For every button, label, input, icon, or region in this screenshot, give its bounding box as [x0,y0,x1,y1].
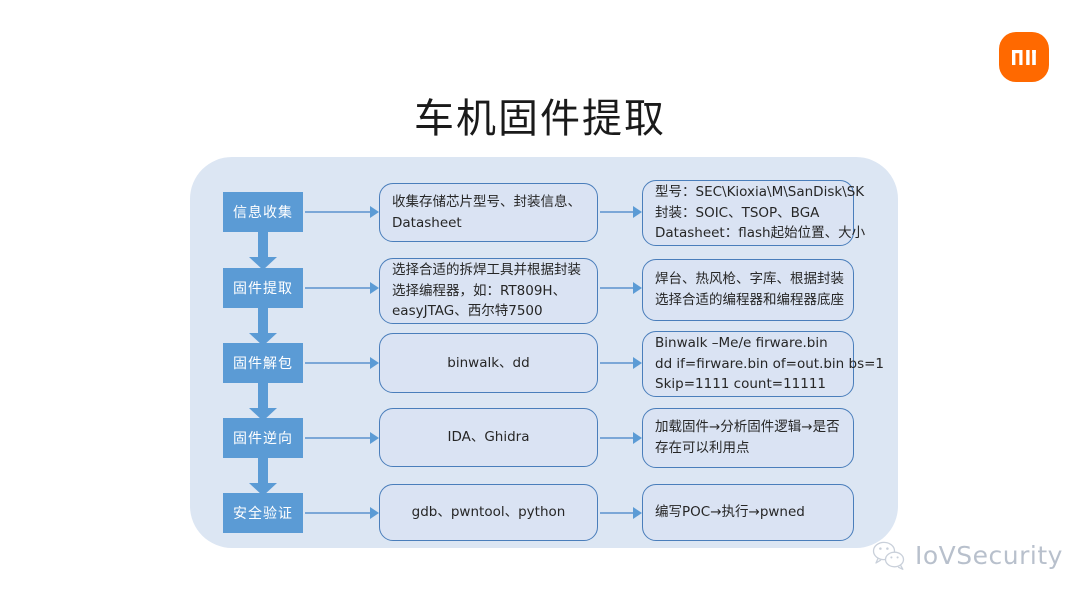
stage-box-1[interactable]: 信息收集 [223,192,303,232]
middle-box-5[interactable]: gdb、pwntool、python [379,484,598,541]
stage-label-1: 信息收集 [233,205,293,221]
right-box-1-line-1: 型号：SEC\Kioxia\M\SanDisk\SK [655,184,865,201]
right-box-3-line-1: Binwalk –Me/e firware.bin [655,335,828,352]
stage-label-2: 固件提取 [233,281,293,297]
stage-label-5: 安全验证 [233,506,293,522]
connector-stage5-to-middle5 [305,507,379,519]
middle-box-5-line-1: gdb、pwntool、python [411,504,566,521]
right-box-3-line-2: dd if=firware.bin of=out.bin bs=1 [655,355,885,372]
middle-box-2-line-3: easyJTAG、西尔特7500 [392,303,543,320]
right-box-5-line-1: 编写POC→执行→pwned [655,504,805,521]
middle-box-2-line-2: 选择编程器，如：RT809H、 [392,282,567,299]
stage-box-3[interactable]: 固件解包 [223,343,303,383]
watermark: IoVSecurity [872,540,1063,570]
right-box-2-line-1: 焊台、热风枪、字库、根据封装 [655,271,844,288]
connector-middle3-to-right3 [600,357,642,369]
middle-box-3-line-1: binwalk、dd [447,354,530,371]
right-box-4-line-2: 存在可以利用点 [655,440,750,456]
watermark-text: IoVSecurity [915,540,1063,570]
connector-middle5-to-right5 [600,507,642,519]
middle-box-3[interactable]: binwalk、dd [379,333,598,393]
right-box-3-line-3: Skip=1111 count=11111 [655,376,827,393]
right-box-1-line-3: Datasheet：flash起始位置、大小 [655,225,866,242]
middle-box-2[interactable]: 选择合适的拆焊工具并根据封装 选择编程器，如：RT809H、 easyJTAG、… [379,258,598,324]
stage-label-3: 固件解包 [233,356,293,372]
xiaomi-mi-logo [999,32,1049,82]
middle-box-4-line-1: IDA、Ghidra [447,429,530,446]
connector-stage2-to-middle2 [305,282,379,294]
connector-stage3-to-middle3 [305,357,379,369]
wechat-icon [872,541,905,570]
connector-middle4-to-right4 [600,432,642,444]
connector-stage4-to-middle4 [305,432,379,444]
middle-box-1-line-2: Datasheet [392,214,462,231]
stage-label-4: 固件逆向 [233,431,293,447]
middle-box-4[interactable]: IDA、Ghidra [379,408,598,467]
flow-arrow-3-4 [249,383,277,421]
middle-box-2-line-1: 选择合适的拆焊工具并根据封装 [392,262,581,279]
flow-arrow-1-2 [249,232,277,270]
flow-arrow-2-3 [249,308,277,346]
right-box-1-line-2: 封装：SOIC、TSOP、BGA [655,204,820,221]
right-box-1[interactable]: 型号：SEC\Kioxia\M\SanDisk\SK 封装：SOIC、TSOP、… [642,180,866,246]
page-title: 车机固件提取 [414,96,666,142]
right-box-2[interactable]: 焊台、热风枪、字库、根据封装 选择合适的编程器和编程器底座 [642,259,854,321]
middle-box-1[interactable]: 收集存储芯片型号、封装信息、 Datasheet [379,183,598,242]
connector-stage1-to-middle1 [305,206,379,218]
right-box-5[interactable]: 编写POC→执行→pwned [642,484,854,541]
stage-box-5[interactable]: 安全验证 [223,493,303,533]
right-box-2-line-2: 选择合适的编程器和编程器底座 [655,292,844,308]
connector-middle2-to-right2 [600,282,642,294]
connector-middle1-to-right1 [600,206,642,218]
stage-box-2[interactable]: 固件提取 [223,268,303,308]
right-box-4-line-1: 加载固件→分析固件逻辑→是否 [655,419,840,436]
right-box-4[interactable]: 加载固件→分析固件逻辑→是否 存在可以利用点 [642,408,854,468]
stage-box-4[interactable]: 固件逆向 [223,418,303,458]
flow-arrow-4-5 [249,458,277,496]
right-box-3[interactable]: Binwalk –Me/e firware.bin dd if=firware.… [642,331,885,397]
middle-box-1-line-1: 收集存储芯片型号、封装信息、 [392,193,581,210]
